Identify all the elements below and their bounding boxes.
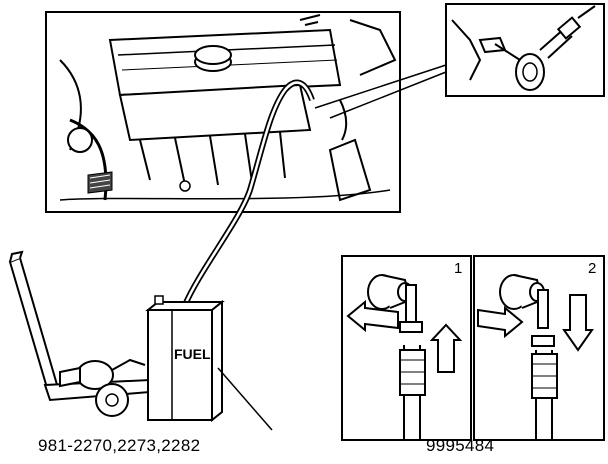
step-2-panel — [473, 255, 605, 441]
engine-bay-panel — [45, 11, 401, 213]
connector-tool-part-number-caption: 9995484 — [426, 436, 495, 455]
step-1-panel — [341, 255, 472, 441]
fuel-tank — [145, 295, 225, 423]
step-2-number: 2 — [588, 260, 597, 277]
arrow-right-icon — [477, 305, 524, 339]
connection-detail-inset — [445, 3, 605, 97]
trolley-part-number-caption: 981-2270,2273,2282 — [38, 436, 201, 455]
fuel-trolley — [8, 250, 151, 417]
fuel-tank-label: FUEL — [174, 346, 211, 362]
arrow-left-icon — [346, 299, 399, 333]
arrow-up-icon — [429, 323, 463, 373]
arrow-down-icon — [562, 294, 594, 352]
step-1-number: 1 — [454, 260, 463, 277]
